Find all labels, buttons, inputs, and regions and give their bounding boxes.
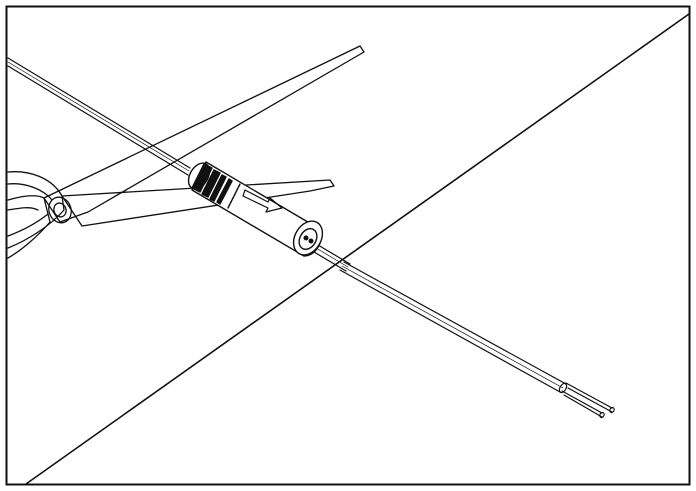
two-core-cable-icon bbox=[7, 57, 615, 419]
direction-arrow-icon bbox=[242, 189, 283, 213]
scissors-icon bbox=[7, 45, 365, 259]
surface-edge-line bbox=[25, 13, 690, 485]
frame-border bbox=[5, 5, 691, 486]
connector-plug-icon bbox=[187, 161, 324, 257]
